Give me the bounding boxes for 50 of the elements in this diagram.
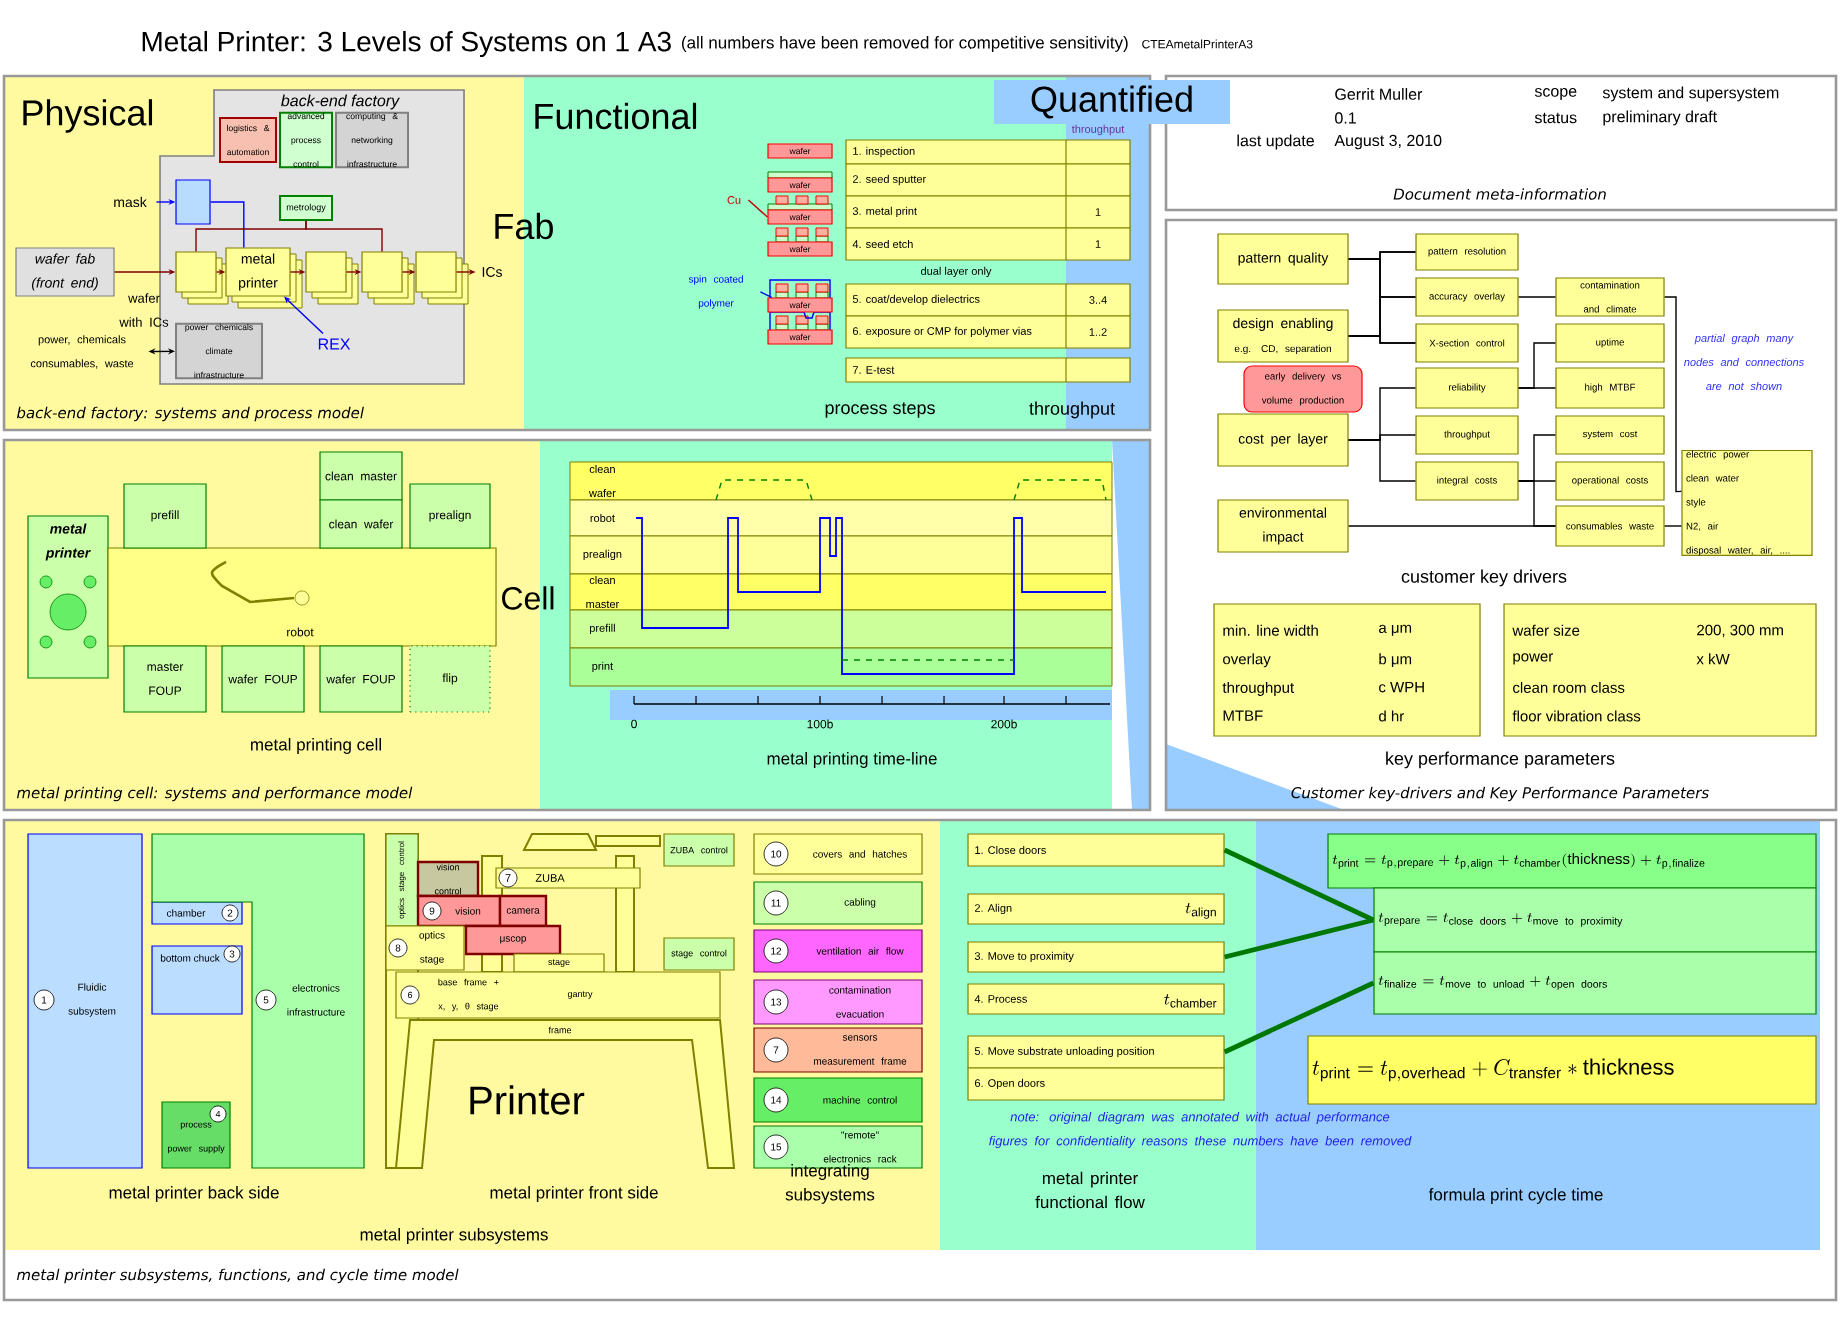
formula-box: $t_{\mathrm{print}} = t_{\mathrm{p,overhead}} + C_{\mathrm{transfer}}*\mathrm{thickness}$ <box>1307 1035 1817 1105</box>
process-station <box>361 251 415 305</box>
connector-line <box>747 199 769 218</box>
caption: metal printer subsystems <box>360 1228 548 1244</box>
meta-value: system and supersystem <box>1602 86 1779 102</box>
caption: metal printer back side <box>109 1186 279 1202</box>
caption: process steps <box>825 402 935 418</box>
meta-label: last update <box>1237 134 1314 150</box>
connector-line <box>209 201 245 249</box>
caption: integrating subsystems <box>785 1164 875 1204</box>
formula-box: $t_{\mathrm{print}} = t_{\mathrm{p,prepare}} + t_{\mathrm{p,align}} + t_{\mathrm{chamber}}(\mathrm{thickness}) + t_{\mathrm{p,finalize}}$ <box>1327 833 1817 889</box>
subtitle-note: (all numbers have been removed for competitive sensitivity) <box>682 36 1128 52</box>
meta-label: status <box>1534 112 1577 124</box>
level-heading: Cell <box>502 586 554 610</box>
caption: formula print cycle time <box>1428 1188 1603 1204</box>
caption: key performance parameters <box>1386 751 1615 769</box>
process-station <box>415 251 469 305</box>
caption: metal printing cell <box>251 738 381 754</box>
process-station <box>305 251 359 305</box>
caption: throughput <box>1029 401 1115 419</box>
connector-line <box>759 291 773 299</box>
caption: metal printing time-line <box>767 752 937 768</box>
connector-line <box>1347 439 1417 482</box>
connector-line <box>1347 525 1557 527</box>
part-label: REX <box>318 338 351 350</box>
level-heading-box: Quantified <box>994 80 1230 124</box>
level-heading: Physical <box>23 99 153 133</box>
connector-line <box>1663 525 1683 527</box>
connector-line <box>305 220 383 253</box>
caption: customer key drivers <box>1401 569 1567 587</box>
connector-line <box>1517 296 1557 298</box>
meta-value: 0.1 <box>1335 112 1356 124</box>
connector-line <box>1517 387 1557 389</box>
caption: metal printer functional flow <box>1035 1171 1145 1209</box>
caption: metal printer front side <box>490 1186 658 1202</box>
connector-line <box>1347 335 1417 344</box>
mask-box <box>175 179 211 225</box>
connector-line <box>1224 917 1374 960</box>
meta-value: Gerrit Muller <box>1335 88 1423 100</box>
meta-value: August 3, 2010 <box>1334 134 1442 150</box>
level-heading: Fab <box>495 212 553 240</box>
meta-value: preliminary draft <box>1603 110 1717 126</box>
formula-box: $t_{\mathrm{prepare}} = t_{\mathrm{close\ doors}} + t_{\mathrm{move\ to\ proximity}}$ <box>1373 887 1817 953</box>
level-heading: Printer <box>470 1085 585 1115</box>
formula-box: $t_{\mathrm{finalize}} = t_{\mathrm{move\ to\ unload}} + t_{\mathrm{open\ doors}}$ <box>1373 951 1817 1015</box>
meta-label: scope <box>1534 88 1577 100</box>
connector-line <box>1663 296 1683 493</box>
title: Metal Printer: 3 Levels of Systems on 1 A3 <box>142 30 671 58</box>
level-heading: Functional <box>535 102 697 130</box>
process-station <box>175 251 229 305</box>
